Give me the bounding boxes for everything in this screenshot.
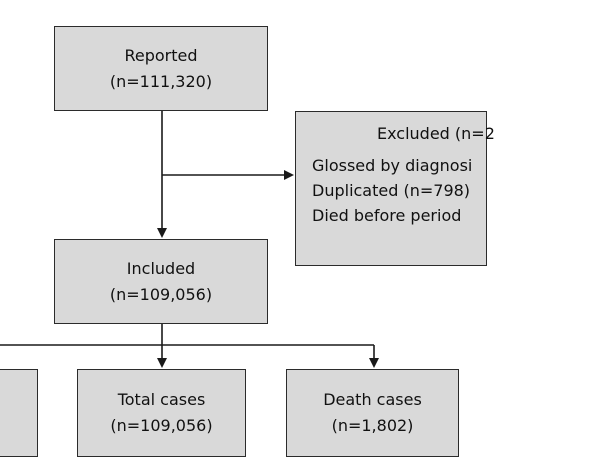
left-partial-box (0, 369, 38, 457)
reported-count: (n=111,320) (109, 71, 213, 91)
death-cases-count: (n=1,802) (331, 416, 414, 435)
excluded-item-died: Died before period (312, 206, 462, 225)
excluded-item-glossed: Glossed by diagnosi (312, 156, 473, 175)
included-label: Included (126, 258, 196, 278)
death-cases-label: Death cases (323, 390, 422, 409)
total-cases-label: Total cases (117, 390, 206, 409)
excluded-item-duplicated: Duplicated (n=798) (312, 181, 471, 200)
connector-lines (0, 111, 379, 368)
reported-box: Reported (n=111,320) (54, 26, 268, 111)
death-cases-box: Death cases (n=1,802) (286, 369, 459, 457)
included-count: (n=109,056) (109, 284, 213, 304)
total-cases-count: (n=109,056) (110, 416, 213, 435)
excluded-label: Excluded (n=2 (377, 124, 495, 143)
reported-label: Reported (124, 45, 198, 65)
included-box: Included (n=109,056) (54, 239, 268, 324)
total-cases-box: Total cases (n=109,056) (77, 369, 246, 457)
excluded-box: Excluded (n=2 Glossed by diagnosi Duplic… (295, 111, 495, 266)
